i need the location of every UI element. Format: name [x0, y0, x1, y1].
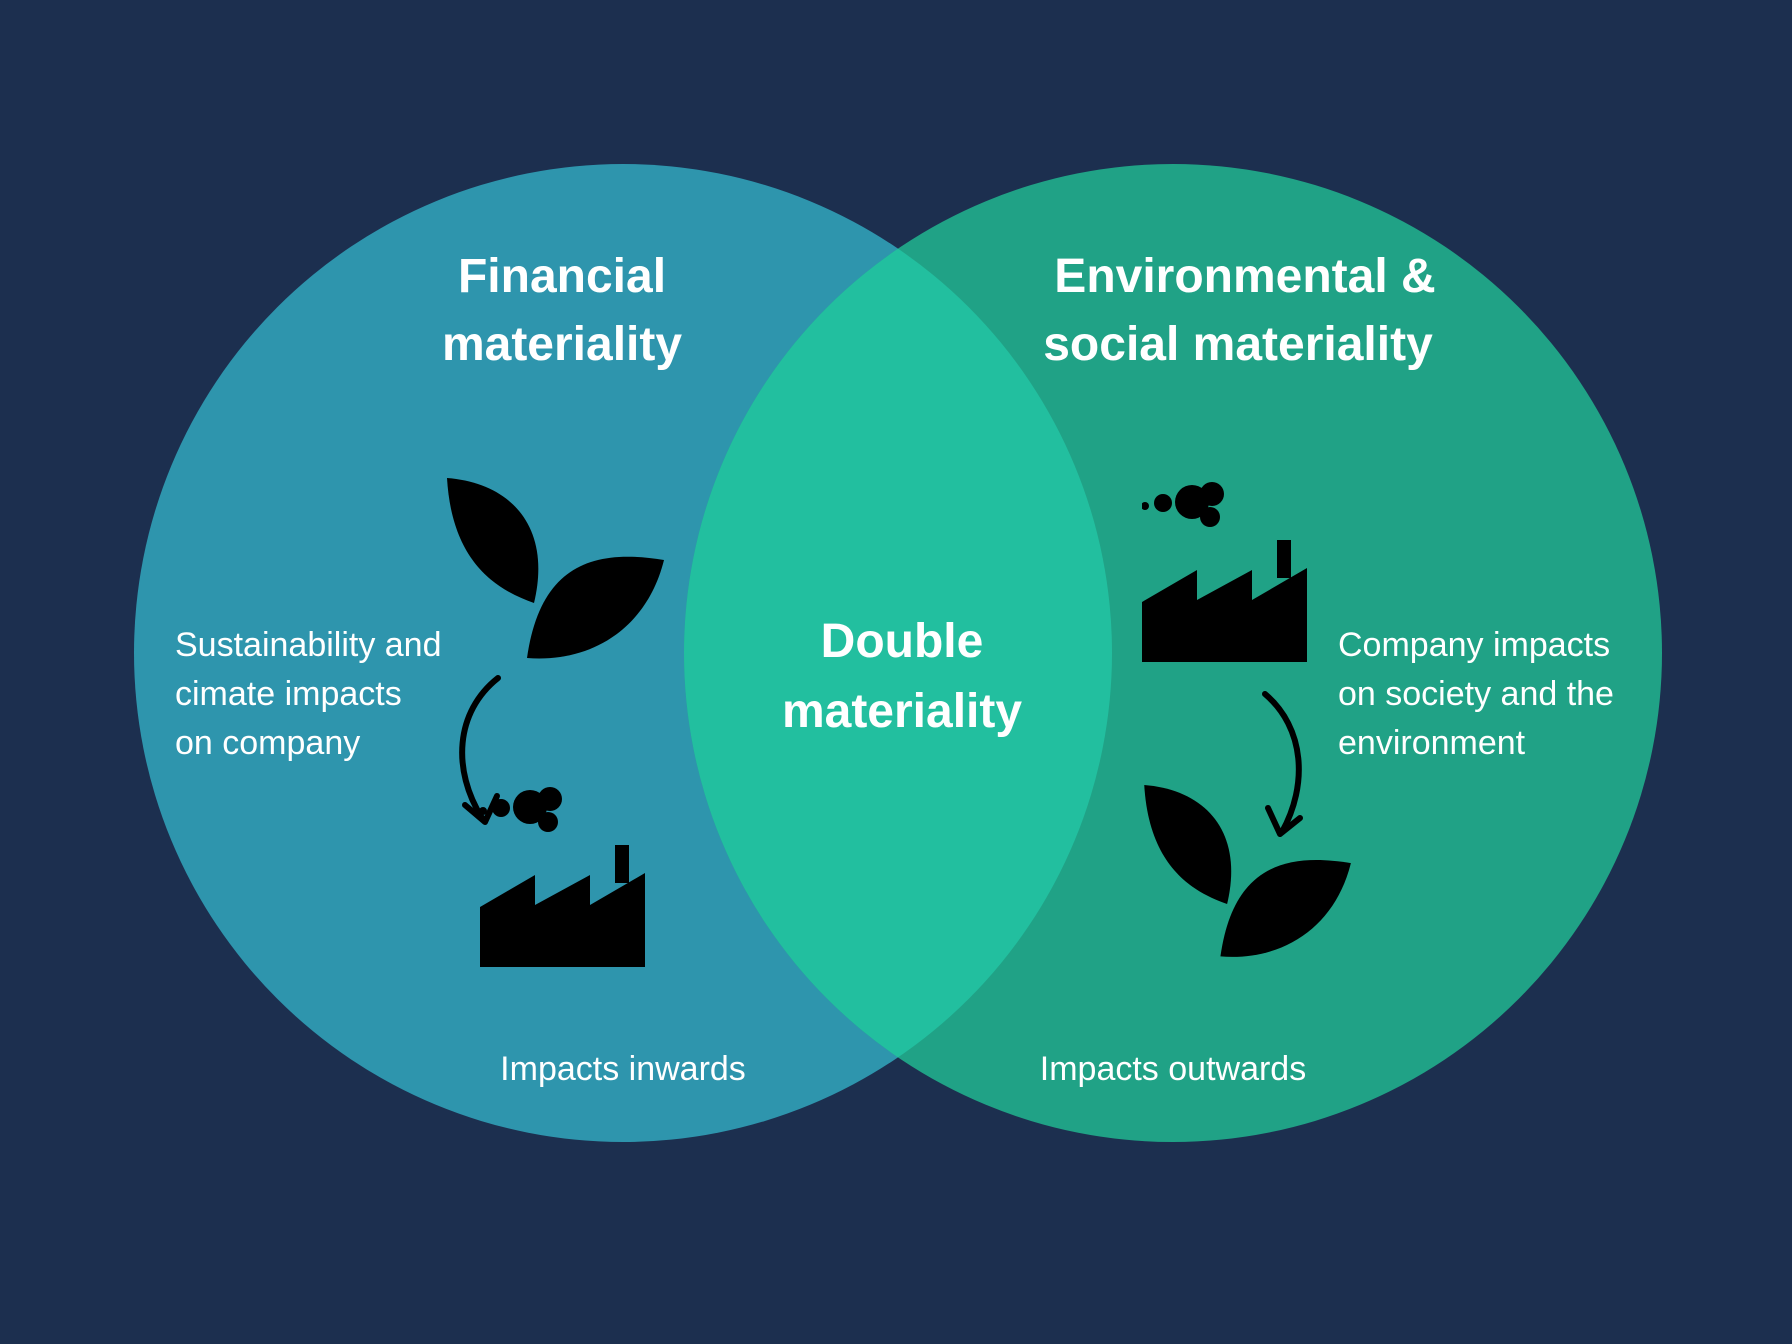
double-materiality-section: Double materiality	[782, 615, 1022, 738]
environmental-title-line-1: Environmental &	[1054, 250, 1435, 303]
double-materiality-overlap	[684, 164, 1112, 1142]
environmental-description-line-1: Company impacts	[1338, 626, 1610, 664]
financial-title-line-2: materiality	[442, 318, 682, 371]
double-materiality-title-line-2: materiality	[782, 685, 1022, 738]
financial-title-line-1: Financial	[458, 250, 666, 303]
curved-arrow-icon	[459, 675, 501, 821]
impacts-inwards-caption: Impacts inwards	[500, 1050, 746, 1088]
environmental-description-line-3: environment	[1338, 724, 1526, 762]
financial-description-line-3: on company	[175, 724, 360, 762]
venn-circles	[134, 164, 1662, 1142]
environmental-title-line-2: social materiality	[1043, 318, 1433, 371]
financial-description-line-1: Sustainability and	[175, 626, 442, 664]
financial-description-line-2: cimate impacts	[175, 675, 402, 713]
arrowhead-icon	[1265, 805, 1303, 837]
financial-materiality-section: Financial materiality Sustainability and…	[175, 250, 746, 1088]
environmental-description-line-2: on society and the	[1338, 675, 1614, 713]
impacts-outwards-caption: Impacts outwards	[1040, 1050, 1306, 1088]
double-materiality-title-line-1: Double	[821, 615, 984, 668]
curved-arrow-icon	[1262, 691, 1302, 835]
environmental-social-materiality-section: Environmental & social materiality Compa…	[1040, 250, 1614, 1088]
